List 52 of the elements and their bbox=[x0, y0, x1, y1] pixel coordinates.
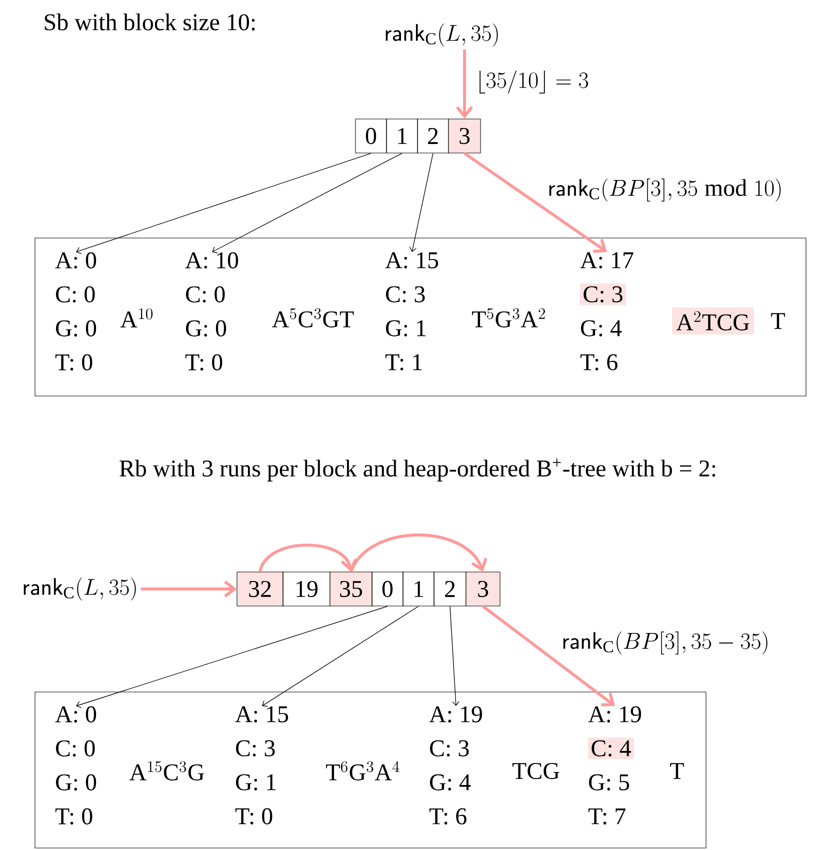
count-column: A: 15 C: 3 G: 1 T: 1 bbox=[385, 252, 438, 370]
count-column: A: 10 C: 0 G: 0 T: 0 bbox=[185, 252, 238, 371]
array-cell: 3 bbox=[448, 118, 481, 154]
array-cell: 1 bbox=[386, 118, 418, 154]
block-box bbox=[34, 692, 706, 848]
formula-label: $\mathsf{rank}_{\mathrm{C}}(L, 35)$ bbox=[386, 24, 498, 47]
block-box bbox=[34, 238, 806, 396]
arrow bbox=[350, 534, 488, 572]
arrow bbox=[76, 152, 372, 254]
arrow bbox=[456, 49, 473, 119]
run-text: TCG bbox=[512, 762, 560, 780]
run-text: T bbox=[771, 313, 785, 329]
run-text: $\mathrm{A}^{5}\mathrm{C}^{3}\mathrm{GT}$ bbox=[272, 308, 354, 328]
arrow bbox=[409, 152, 434, 252]
arrow bbox=[76, 606, 388, 708]
count-column: A: 19 C: 3 G: 4 T: 6 bbox=[429, 706, 482, 824]
node-label: G: 4 bbox=[580, 320, 622, 336]
array-cell: 3 bbox=[466, 572, 500, 606]
node-label: A: 17 bbox=[580, 252, 634, 268]
node-label: A: 19 bbox=[588, 706, 642, 722]
node-label: G: 5 bbox=[588, 774, 630, 790]
arrow bbox=[464, 152, 608, 253]
arrow bbox=[262, 606, 419, 707]
count-column: A: 0 C: 0 G: 0 T: 0 bbox=[55, 706, 96, 825]
array-cell: 0 bbox=[372, 572, 404, 606]
arrow bbox=[482, 605, 616, 706]
arrow bbox=[212, 152, 402, 254]
count-column: A: 17 C: 3 G: 4 T: 6 bbox=[580, 252, 634, 370]
run-text: $\mathrm{T}^{6}\mathrm{G}^{3}\mathrm{A}^{4}$ bbox=[326, 761, 400, 780]
node-label: T: 6 bbox=[580, 354, 618, 370]
array-cell: 0 bbox=[355, 118, 387, 154]
run-text: T bbox=[670, 763, 684, 779]
run-text: $\mathrm{A}^{15}\mathrm{C}^{3}\mathrm{G}$ bbox=[130, 761, 204, 780]
node-label: T: 7 bbox=[588, 808, 626, 824]
run-text: $\mathrm{T}^{5}\mathrm{G}^{3}\mathrm{A}^{2}$ bbox=[472, 308, 545, 328]
heading: Rb with 3 runs per block and heap-ordered B$^{+}$-tree with b = 2: bbox=[120, 458, 716, 482]
edge-label: $\mathsf{rank}_{\mathrm{C}}(BP[3], 35 - 35)$ bbox=[560, 630, 771, 656]
array-cell: 35 bbox=[330, 572, 372, 606]
array-cell: 1 bbox=[402, 572, 434, 606]
formula-label: $\mathsf{rank}_{\mathrm{C}}(L, 35)$ bbox=[24, 578, 136, 601]
count-column: A: 15 C: 3 G: 1 T: 0 bbox=[235, 706, 288, 824]
count-column: A: 0 C: 0 G: 0 T: 0 bbox=[55, 252, 96, 371]
run-text: $\mathrm{A}^{2}\mathrm{TCG}$ bbox=[672, 308, 754, 334]
edge-label: $\lfloor 35/10 \rfloor = 3$ bbox=[474, 69, 590, 95]
count-column: A: 19 C: 4 G: 5 T: 7 bbox=[588, 706, 642, 824]
arrow bbox=[258, 544, 358, 572]
run-text: $\mathrm{A}^{10}$ bbox=[120, 308, 152, 328]
arrow bbox=[140, 580, 237, 598]
heading: Sb with block size 10: bbox=[44, 14, 255, 30]
edge-label: $\mathsf{rank}_{\mathrm{C}}(BP[3], 35 \bmod 10)$ bbox=[546, 177, 784, 203]
arrow bbox=[450, 606, 460, 706]
array-cell: 32 bbox=[236, 572, 284, 606]
